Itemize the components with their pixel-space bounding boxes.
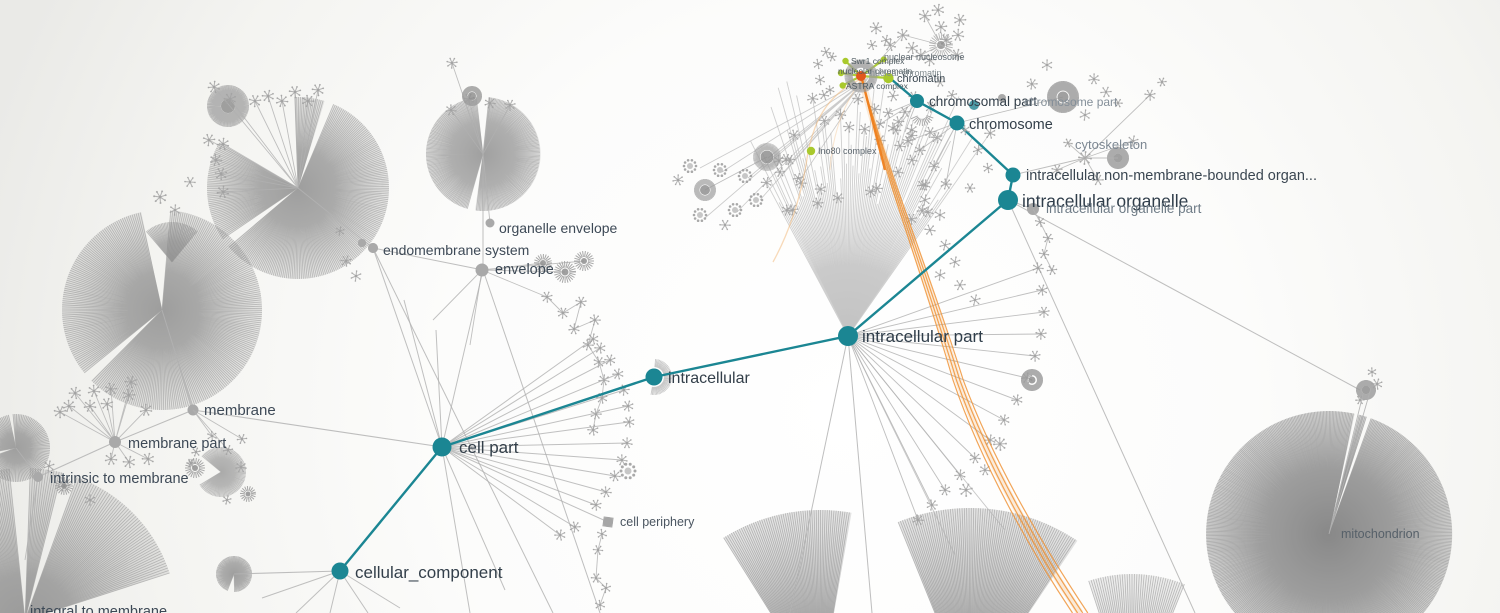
svg-text:chromatin: chromatin xyxy=(897,73,945,85)
svg-text:nuclear nucleosome: nuclear nucleosome xyxy=(884,52,965,62)
svg-text:cellular_component: cellular_component xyxy=(355,563,503,582)
svg-text:organelle envelope: organelle envelope xyxy=(499,220,618,236)
svg-text:chromosomal part: chromosomal part xyxy=(929,94,1037,109)
svg-text:chromosome: chromosome xyxy=(969,117,1053,133)
svg-text:intracellular: intracellular xyxy=(668,370,750,387)
svg-text:nucleolar chromatin: nucleolar chromatin xyxy=(838,66,912,76)
svg-text:intracellular organelle part: intracellular organelle part xyxy=(1046,201,1202,216)
svg-text:intracellular non-membrane-bou: intracellular non-membrane-bounded organ… xyxy=(1026,168,1317,184)
svg-text:intracellular organelle: intracellular organelle xyxy=(1022,191,1188,211)
svg-text:ASTRA complex: ASTRA complex xyxy=(846,81,909,91)
svg-text:envelope: envelope xyxy=(495,262,554,278)
svg-text:Swr1 complex: Swr1 complex xyxy=(851,56,905,66)
svg-text:intracellular part: intracellular part xyxy=(862,327,983,346)
svg-text:chromosome part: chromosome part xyxy=(1024,95,1118,109)
svg-text:cell periphery: cell periphery xyxy=(620,515,695,529)
svg-text:nuclear chromatin: nuclear chromatin xyxy=(870,68,942,78)
svg-text:Ino80 complex: Ino80 complex xyxy=(818,146,877,156)
svg-text:membrane: membrane xyxy=(204,402,276,419)
svg-text:cell part: cell part xyxy=(459,438,519,457)
svg-text:integral to membrane: integral to membrane xyxy=(30,604,167,613)
svg-text:mitochondrion: mitochondrion xyxy=(1341,527,1420,541)
svg-text:membrane part: membrane part xyxy=(128,436,226,452)
svg-text:intrinsic to membrane: intrinsic to membrane xyxy=(50,471,189,487)
svg-text:cytoskeleton: cytoskeleton xyxy=(1075,137,1147,152)
svg-text:endomembrane system: endomembrane system xyxy=(383,242,529,258)
